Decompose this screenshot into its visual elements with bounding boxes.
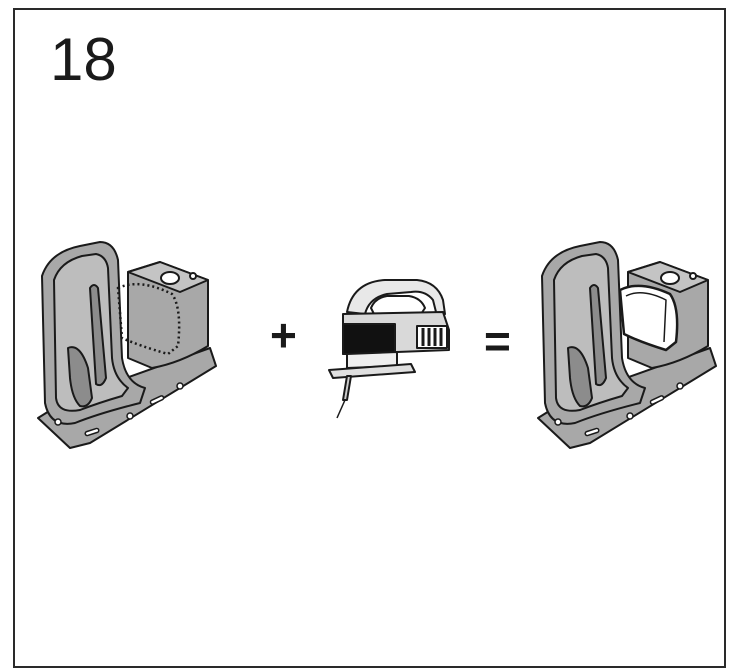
- jigsaw-tool-icon: [328, 279, 450, 419]
- equals-sign: =: [484, 315, 511, 367]
- bracket-part-cut-icon: [537, 241, 717, 449]
- step-number: 18: [50, 26, 117, 93]
- bracket-part-icon: [37, 241, 217, 449]
- plus-sign: +: [270, 309, 297, 361]
